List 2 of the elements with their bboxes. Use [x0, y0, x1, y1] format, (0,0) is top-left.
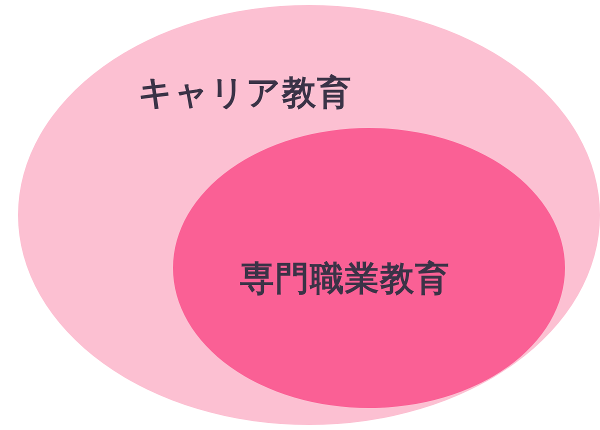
- ellipse-label: キャリア教育: [138, 72, 352, 115]
- ellipse-label: 専門職業教育: [240, 258, 450, 301]
